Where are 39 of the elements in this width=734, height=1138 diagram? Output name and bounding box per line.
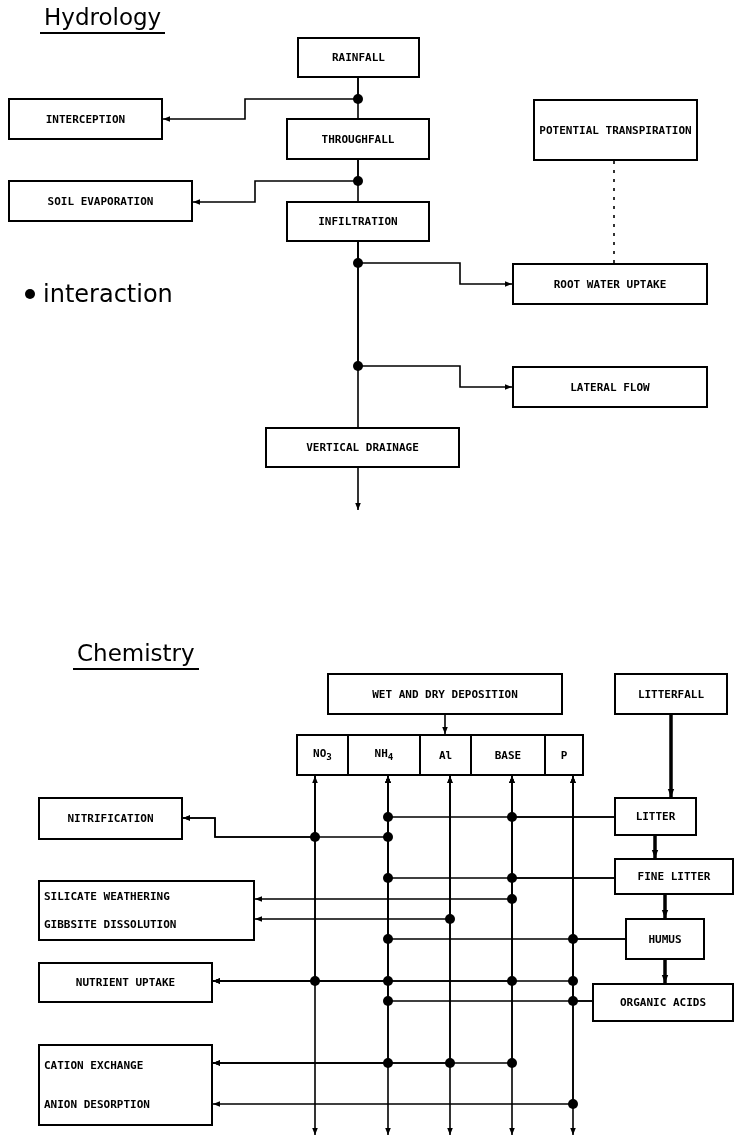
pool-row	[296, 734, 584, 776]
arrow	[661, 895, 669, 918]
arrow	[357, 241, 513, 390]
process-label: SILICATE WEATHERING	[44, 889, 170, 903]
process-label: CATION EXCHANGE	[44, 1059, 144, 1072]
arrow	[212, 775, 515, 1066]
dashed-line	[613, 160, 615, 264]
process-box: POTENTIAL TRANSPIRATION	[533, 99, 698, 161]
process-box: LITTERFALL	[614, 673, 728, 715]
process-box: VERTICAL DRAINAGE	[265, 427, 460, 468]
process-box: INFILTRATION	[286, 201, 430, 242]
arrow	[162, 77, 359, 122]
process-box: ORGANIC ACIDS	[592, 983, 734, 1022]
section-heading: Hydrology	[40, 4, 166, 34]
process-box: LITTER	[614, 797, 697, 836]
process-label: GIBBSITE DISSOLUTION	[44, 918, 177, 932]
process-box: NUTRIENT UPTAKE	[38, 962, 213, 1003]
process-box: WET AND DRY DEPOSITION	[327, 673, 563, 715]
arrow	[651, 836, 659, 858]
arrow	[192, 159, 359, 205]
process-box: LATERAL FLOW	[512, 366, 708, 408]
process-box: ROOT WATER UPTAKE	[512, 263, 708, 305]
legend-label: interaction	[43, 280, 173, 308]
process-box: THROUGHFALL	[286, 118, 430, 160]
arrow	[442, 714, 448, 735]
arrow	[212, 775, 576, 1107]
arrow	[667, 715, 675, 797]
process-box: HUMUS	[625, 918, 705, 960]
process-box: NITRIFICATION	[38, 797, 183, 840]
process-box: INTERCEPTION	[8, 98, 163, 140]
process-box: SOIL EVAPORATION	[8, 180, 193, 222]
process-box: RAINFALL	[297, 37, 420, 78]
process-box: FINE LITTER	[614, 858, 734, 895]
process-box	[38, 880, 255, 941]
process-box	[38, 1044, 213, 1126]
process-label: ANION DESORPTION	[44, 1098, 150, 1111]
arrow	[661, 960, 669, 983]
section-heading: Chemistry	[73, 640, 199, 670]
arrow	[355, 467, 361, 511]
